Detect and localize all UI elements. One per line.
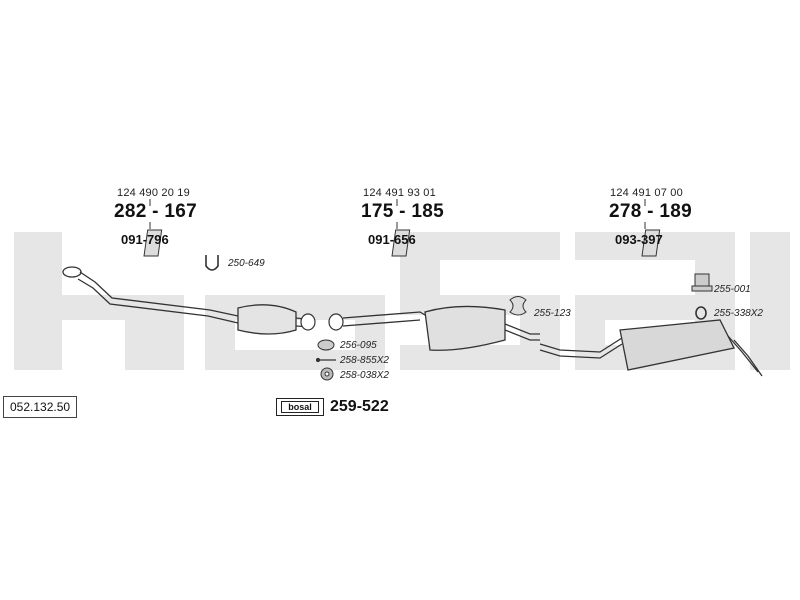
oem-number: 124 490 20 19 bbox=[117, 187, 190, 199]
fitting-kit-box-icon: bosal bbox=[276, 398, 324, 416]
nut-icon bbox=[320, 367, 334, 381]
fitting-ref-rubber-hanger: 255-001 bbox=[714, 284, 751, 295]
fitting-ref-bolt: 258-855X2 bbox=[340, 355, 389, 366]
fitting-ref-nut: 258-038X2 bbox=[340, 370, 389, 381]
mount-part-number: 093-397 bbox=[615, 232, 663, 247]
bosal-logo: bosal bbox=[281, 401, 319, 413]
rubber-ring-icon bbox=[509, 296, 527, 316]
connector-clamps bbox=[300, 313, 344, 331]
clamp-ring-icon bbox=[695, 306, 707, 320]
fitting-kit-number: 259-522 bbox=[330, 398, 389, 415]
bolt-icon bbox=[315, 357, 336, 363]
oem-number: 124 491 93 01 bbox=[363, 187, 436, 199]
oem-number: 124 491 07 00 bbox=[610, 187, 683, 199]
front-pipe-section bbox=[62, 266, 313, 335]
u-bolt-icon bbox=[205, 255, 219, 271]
gasket-icon bbox=[317, 339, 335, 351]
bosal-watermark bbox=[14, 232, 790, 370]
part-number: 282 - 167 bbox=[114, 201, 197, 222]
rear-silencer-section bbox=[539, 319, 763, 377]
fitting-ref-u-bolt: 250-649 bbox=[228, 258, 265, 269]
mount-part-number: 091-796 bbox=[121, 232, 169, 247]
part-number: 175 - 185 bbox=[361, 201, 444, 222]
catalog-number: 052.132.50 bbox=[3, 396, 78, 418]
middle-pipe-section bbox=[342, 305, 540, 351]
fitting-ref-clamp-ring: 255-338X2 bbox=[714, 308, 763, 319]
mount-icon bbox=[143, 229, 661, 257]
fitting-ref-gasket: 256-095 bbox=[340, 340, 377, 351]
fitting-ref-rubber-ring: 255-123 bbox=[534, 308, 571, 319]
part-number: 278 - 189 bbox=[609, 201, 692, 222]
mount-part-number: 091-656 bbox=[368, 232, 416, 247]
rubber-hanger-icon bbox=[691, 273, 713, 292]
